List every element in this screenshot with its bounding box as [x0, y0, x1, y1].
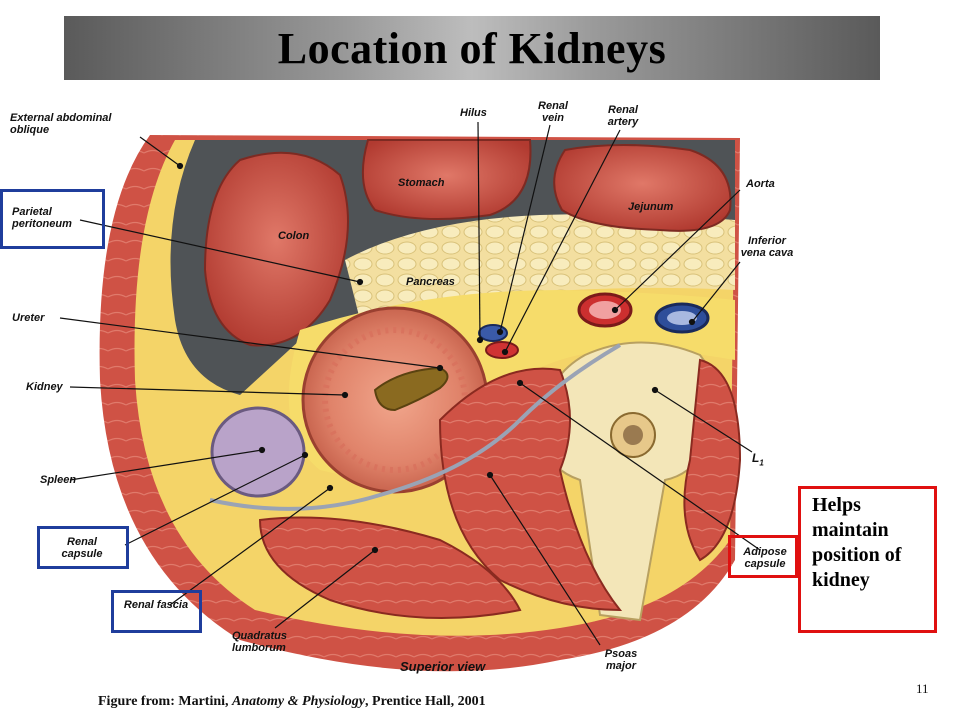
- kidney-cross-section-illustration: [59, 121, 760, 672]
- spleen-organ: [210, 406, 306, 498]
- quadratus-muscle: [258, 516, 522, 619]
- highlight-box-renal-capsule: [37, 526, 129, 569]
- label-parietal-peritoneum: Parietal peritoneum: [12, 206, 72, 230]
- label-stomach: Stomach: [398, 177, 445, 189]
- jejunum-organ: [553, 144, 732, 232]
- label-renal-vein: Renal vein: [538, 100, 568, 124]
- pancreas: [345, 214, 735, 320]
- psoas-muscle: [438, 367, 623, 612]
- label-renal-artery: Renal artery: [607, 104, 639, 128]
- renal-fascia-line: [209, 343, 622, 511]
- highlight-box-adipose-capsule: [728, 535, 798, 578]
- label-ureter: Ureter: [12, 312, 45, 324]
- renal-artery-vessel: [485, 341, 519, 359]
- note-line: position of: [812, 544, 902, 566]
- label-pancreas: Pancreas: [406, 276, 455, 288]
- label-jejunum: Jejunum: [628, 201, 674, 213]
- label-inferior-vena-cava: Inferior vena cava: [740, 235, 794, 259]
- label-kidney: Kidney: [26, 381, 63, 393]
- note-line: Helps: [812, 494, 861, 516]
- label-hilus: Hilus: [460, 107, 487, 119]
- note-line: maintain: [812, 519, 889, 541]
- figure-caption: Figure from: Martini, Anatomy & Physiolo…: [98, 694, 486, 709]
- title-bar: Location of Kidneys: [64, 16, 880, 80]
- slide-title: Location of Kidneys: [277, 23, 667, 73]
- note-box: Helps maintain position of kidney: [798, 486, 937, 633]
- label-aorta: Aorta: [746, 178, 775, 190]
- renal-pelvis: [373, 366, 449, 412]
- highlight-box-parietal-peritoneum: [0, 189, 105, 249]
- note-line: kidney: [812, 569, 870, 591]
- slide-number: 11: [916, 681, 929, 696]
- label-psoas-major: Psoas major: [604, 648, 638, 672]
- label-spleen: Spleen: [40, 474, 77, 486]
- colon-organ: [203, 151, 349, 347]
- highlight-box-renal-fascia: [111, 590, 202, 633]
- label-colon: Colon: [278, 230, 310, 242]
- label-renal-capsule: Renal capsule: [61, 536, 103, 560]
- label-external-abdominal-oblique: External abdominal oblique: [10, 112, 112, 136]
- label-l1: L1: [752, 451, 764, 468]
- label-quadratus-lumborum: Quadratus lumborum: [232, 630, 288, 654]
- label-renal-fascia: Renal fascia: [123, 599, 189, 611]
- stomach-organ: [361, 139, 532, 220]
- label-adipose-capsule: Adipose capsule: [743, 546, 787, 570]
- label-superior-view: Superior view: [400, 659, 486, 674]
